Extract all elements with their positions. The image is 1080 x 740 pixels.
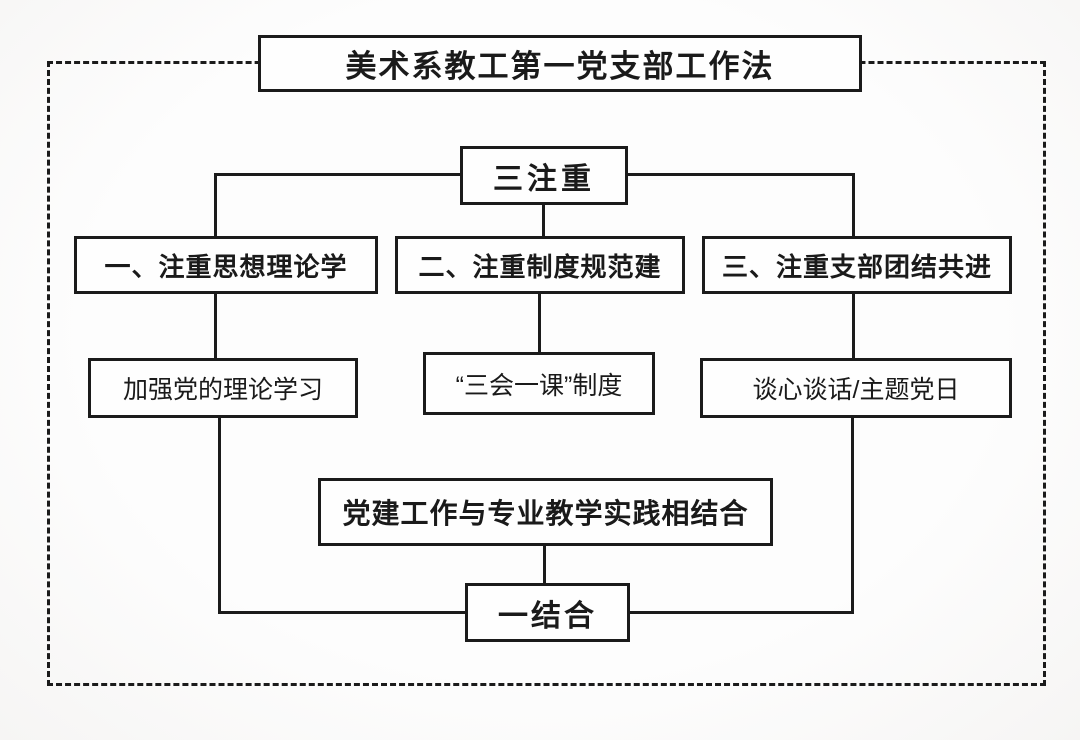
column-3-detail-text: 谈心谈话/主题党日 bbox=[752, 376, 960, 404]
integration-box: 党建工作与专业教学实践相结合 bbox=[318, 478, 773, 546]
connector-bottom-right-horizontal bbox=[630, 611, 854, 614]
column-1-heading-box: 一、注重思想理论学 bbox=[74, 236, 378, 294]
connector-column3-mid-vertical bbox=[852, 293, 855, 359]
column-3-heading-text: 三、注重支部团结共进 bbox=[721, 251, 992, 282]
column-2-heading-box: 二、注重制度规范建 bbox=[395, 236, 685, 294]
connector-column3-long-vertical bbox=[851, 417, 854, 614]
connector-top-left-vertical bbox=[214, 173, 217, 237]
column-3-detail-box: 谈心谈话/主题党日 bbox=[700, 358, 1012, 418]
column-1-detail-text: 加强党的理论学习 bbox=[122, 376, 323, 404]
connector-top-center-vertical bbox=[542, 204, 545, 237]
top-node-box: 三注重 bbox=[460, 146, 628, 205]
connector-column2-mid-vertical bbox=[538, 293, 541, 353]
connector-top-left-horizontal bbox=[214, 173, 462, 176]
column-2-detail-text: “三会一课”制度 bbox=[455, 371, 623, 400]
diagram-title-text: 美术系教工第一党支部工作法 bbox=[345, 49, 775, 84]
connector-column1-mid-vertical bbox=[214, 293, 217, 359]
top-node-text: 三注重 bbox=[493, 162, 595, 196]
diagram-title-box: 美术系教工第一党支部工作法 bbox=[258, 35, 862, 92]
connector-bottom-left-horizontal bbox=[218, 611, 466, 614]
connector-top-right-horizontal bbox=[628, 173, 855, 176]
column-3-heading-box: 三、注重支部团结共进 bbox=[702, 236, 1012, 294]
bottom-node-text: 一结合 bbox=[498, 599, 597, 633]
connector-integration-vertical bbox=[543, 545, 546, 584]
integration-text: 党建工作与专业教学实践相结合 bbox=[342, 498, 749, 529]
connector-top-right-vertical bbox=[852, 173, 855, 237]
column-2-detail-box: “三会一课”制度 bbox=[423, 352, 655, 415]
bottom-node-box: 一结合 bbox=[465, 583, 630, 642]
column-2-heading-text: 二、注重制度规范建 bbox=[418, 251, 662, 282]
connector-column1-long-vertical bbox=[218, 417, 221, 614]
column-1-detail-box: 加强党的理论学习 bbox=[88, 358, 358, 418]
column-1-heading-text: 一、注重思想理论学 bbox=[104, 251, 348, 282]
